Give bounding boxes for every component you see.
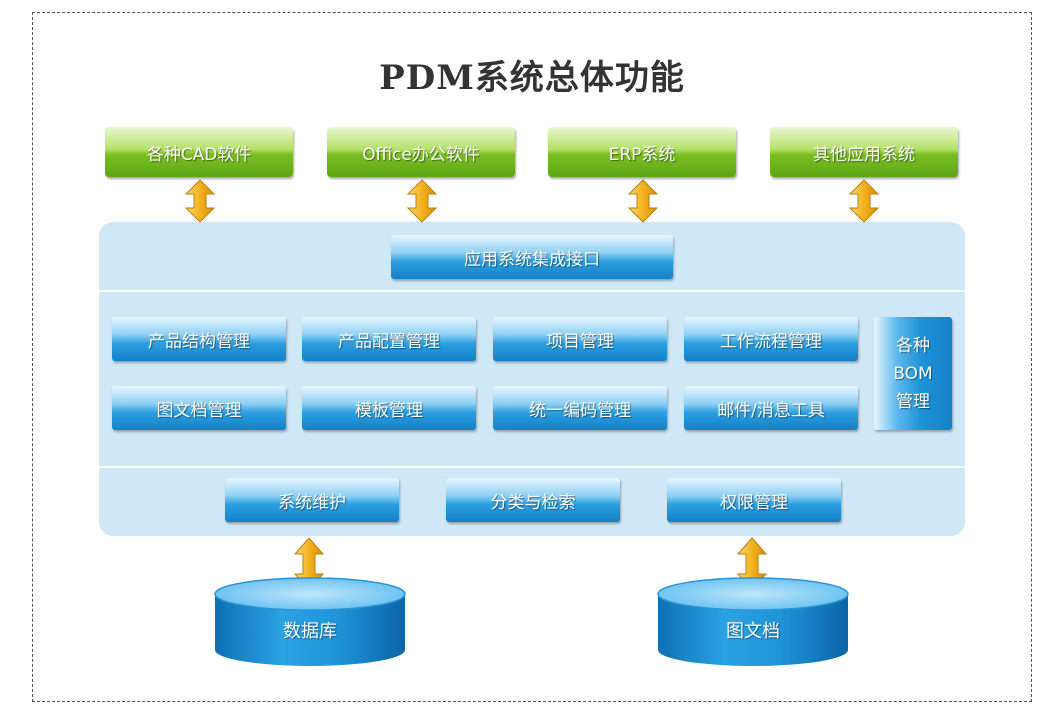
module-template: 模板管理 (302, 386, 476, 430)
double-arrow-icon (627, 179, 659, 223)
panel-divider-top (99, 290, 965, 292)
integration-interface-box: 应用系统集成接口 (391, 235, 673, 279)
module-unified-coding: 统一编码管理 (493, 386, 667, 430)
module-product-config: 产品配置管理 (302, 317, 476, 361)
dashed-frame (32, 12, 1032, 702)
double-arrow-icon (406, 179, 438, 223)
bom-line-2: BOM (893, 363, 933, 384)
support-system-maintenance: 系统维护 (225, 478, 399, 522)
support-classify-search: 分类与检索 (446, 478, 620, 522)
bom-line-3: 管理 (896, 391, 930, 412)
module-project: 项目管理 (493, 317, 667, 361)
ext-other-systems: 其他应用系统 (770, 127, 958, 177)
ext-cad-software: 各种CAD软件 (105, 127, 293, 177)
module-mail-message: 邮件/消息工具 (684, 386, 858, 430)
module-document: 图文档管理 (112, 386, 286, 430)
panel-divider-bottom (99, 466, 965, 468)
ext-erp-system: ERP系统 (548, 127, 736, 177)
database-label: 数据库 (283, 621, 337, 642)
module-workflow: 工作流程管理 (684, 317, 858, 361)
module-bom: 各种 BOM 管理 (874, 317, 952, 430)
database-cylinder-icon (214, 577, 406, 666)
document-store-cylinder-icon (657, 577, 849, 666)
double-arrow-icon (848, 179, 880, 223)
document-store-label: 图文档 (726, 621, 780, 642)
bom-line-1: 各种 (896, 335, 930, 356)
module-product-structure: 产品结构管理 (112, 317, 286, 361)
support-permission: 权限管理 (667, 478, 841, 522)
ext-office-software: Office办公软件 (327, 127, 515, 177)
double-arrow-icon (184, 179, 216, 223)
diagram-title: PDM系统总体功能 (379, 58, 685, 98)
